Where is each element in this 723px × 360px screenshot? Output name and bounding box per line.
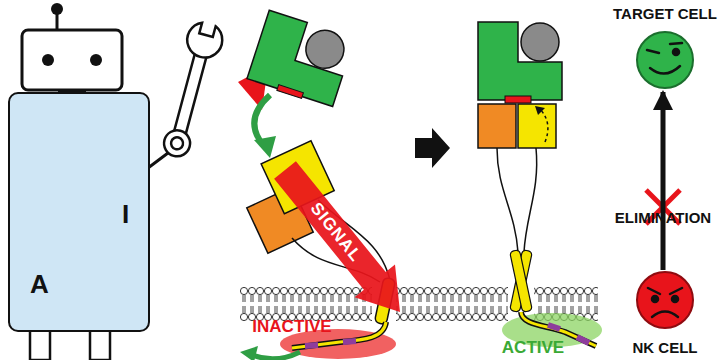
- nk-cell: NK CELL: [603, 270, 723, 360]
- cell-label: TARGET CELL: [613, 6, 717, 23]
- orange-domain: [247, 187, 313, 253]
- robot-arm: [148, 122, 186, 168]
- robot-antenna: [56, 12, 59, 30]
- inactive-receptor: [238, 10, 390, 282]
- state-label: INACTIVE: [252, 318, 331, 335]
- transmembrane-helix: [374, 277, 395, 324]
- arrow-head: [254, 136, 276, 158]
- arrow-head: [240, 346, 258, 360]
- cell-label: NK CELL: [633, 340, 698, 357]
- signal-label: SIGNAL: [307, 199, 364, 264]
- elimination-arrow: [661, 92, 666, 270]
- motif: [343, 341, 356, 342]
- cell-circle: [637, 32, 693, 88]
- robot-eye: [42, 54, 54, 66]
- green-curved-arrow: [254, 95, 270, 146]
- angry-face: [648, 288, 682, 317]
- robot-leg: [30, 330, 50, 360]
- robot-eye: [90, 54, 102, 66]
- motif: [305, 345, 318, 346]
- ligand-complex: [246, 10, 354, 108]
- robot-head: [22, 30, 122, 90]
- state-label: ACTIVE: [502, 339, 564, 356]
- transition-arrow: [415, 128, 450, 168]
- happy-face: [647, 43, 682, 74]
- red-chevron: [238, 66, 268, 110]
- robot-antenna-ball: [51, 3, 63, 15]
- robot-leg: [90, 330, 110, 360]
- body-letter: I: [122, 200, 129, 229]
- robot-body: IA: [8, 92, 150, 332]
- active-receptor: [478, 22, 562, 312]
- edge-label: ELIMINATION: [615, 209, 711, 224]
- wrench: [157, 20, 226, 160]
- green-curved-arrow: [252, 352, 300, 359]
- cell-circle: [637, 272, 693, 328]
- signal-arrow: [274, 161, 400, 312]
- target-cell: TARGET CELL: [603, 4, 723, 92]
- body-letter: A: [30, 270, 49, 299]
- motif: [577, 337, 589, 343]
- motif: [548, 325, 560, 329]
